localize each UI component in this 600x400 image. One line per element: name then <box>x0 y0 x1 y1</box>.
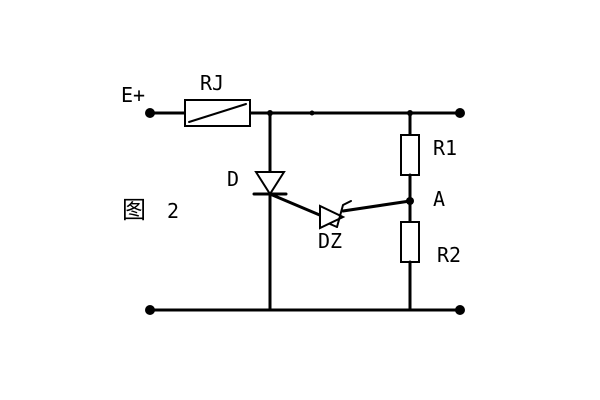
terminal-top-right <box>455 108 465 118</box>
terminal-e-plus <box>145 108 155 118</box>
label-d: D <box>227 167 239 191</box>
label-r1: R1 <box>433 136 457 160</box>
d-diode-triangle <box>254 171 286 196</box>
rj-thermistor-slash <box>188 103 247 123</box>
r1-resistor-body <box>400 134 420 176</box>
terminal-bottom-right <box>455 305 465 315</box>
label-node-a: A <box>433 187 445 211</box>
terminal-bottom-left <box>145 305 155 315</box>
label-dz: DZ <box>318 229 342 253</box>
label-e-plus: E+ <box>121 83 145 107</box>
junction-top-mid <box>309 110 315 116</box>
dz-zener-tail <box>329 223 338 228</box>
label-r2: R2 <box>437 243 461 267</box>
dz-zener-triangle <box>319 204 346 230</box>
wire-d-to-dz <box>268 192 324 218</box>
wire-dz-to-a <box>341 199 412 213</box>
r2-resistor-body <box>400 221 420 263</box>
figure-caption-char: 图 <box>122 196 146 224</box>
dz-zener-bar <box>336 200 352 228</box>
figure-caption-number: 2 <box>167 199 179 223</box>
label-rj: RJ <box>200 71 224 95</box>
